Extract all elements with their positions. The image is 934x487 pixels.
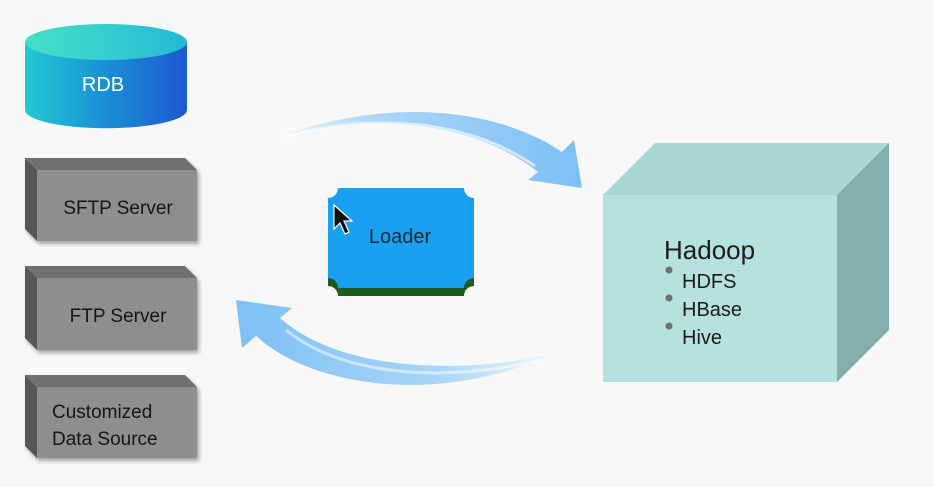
hadoop-cube-side [837, 143, 889, 382]
custom-label-line1: Customized [52, 402, 152, 423]
curved-arrow-top [272, 112, 582, 188]
hadoop-cluster: Hadoop HDFS HBase Hive [603, 143, 889, 382]
arrow-from-hadoop [236, 300, 548, 385]
bullet-icon [665, 266, 673, 274]
loader-node[interactable]: Loader [328, 188, 474, 296]
custom-box-top [25, 375, 197, 387]
curved-arrow-bottom [236, 300, 548, 385]
ftp-box-front [37, 278, 197, 350]
hadoop-cube-front [603, 195, 837, 382]
ftp-server: FTP Server [25, 266, 197, 350]
custom-label-line2: Data Source [52, 429, 158, 450]
arrow-bottom-highlight [285, 328, 541, 375]
sftp-server: SFTP Server [25, 158, 197, 241]
rdb-cylinder-body [25, 42, 187, 129]
custom-box-front [37, 387, 197, 458]
sftp-label: SFTP Server [63, 198, 173, 219]
hadoop-item-hbase: HBase [682, 299, 742, 321]
hadoop-item-hdfs: HDFS [682, 271, 736, 293]
ftp-box-top [25, 266, 197, 278]
bullet-icon [665, 322, 673, 330]
customized-data-source: Customized Data Source [25, 375, 197, 458]
hadoop-cube-top [603, 143, 889, 195]
ftp-label: FTP Server [70, 306, 167, 327]
rdb-cylinder-top [25, 24, 187, 60]
loader-label: Loader [369, 226, 432, 248]
sftp-box-top [25, 158, 197, 170]
sftp-box-front [37, 170, 197, 241]
custom-box-side [25, 375, 37, 458]
arrow-top-highlight [281, 121, 536, 168]
rdb-database: RDB [25, 24, 187, 129]
ftp-box-side [25, 266, 37, 350]
loader-plaque [328, 188, 474, 288]
rdb-label: RDB [82, 74, 124, 96]
arrow-to-hadoop [272, 112, 582, 188]
hadoop-item-hive: Hive [682, 327, 722, 349]
sftp-box-side [25, 158, 37, 241]
mouse-cursor-icon [333, 203, 354, 235]
hadoop-title: Hadoop [664, 235, 755, 265]
bullet-icon [665, 294, 673, 302]
